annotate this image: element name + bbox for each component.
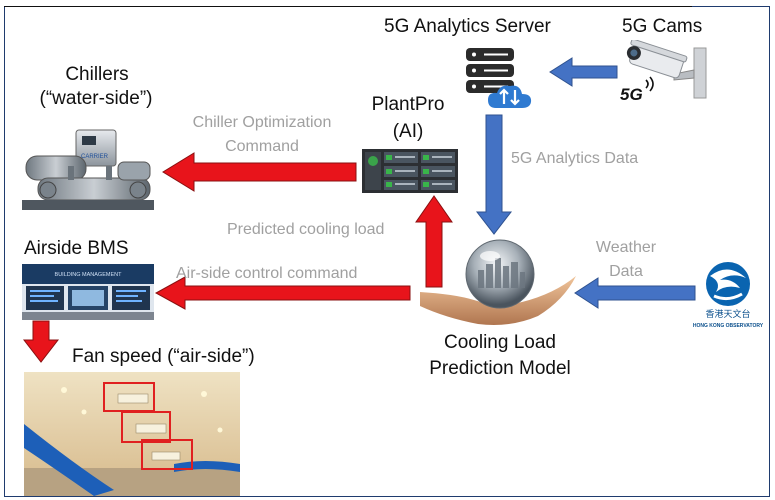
bms-control-room-image: BUILDING MANAGEMENT <box>22 264 154 320</box>
chillers-subtitle: (“water-side”) <box>39 88 153 109</box>
arrow-weather-to-model <box>574 277 696 309</box>
weather-label-1: Weather <box>595 239 657 256</box>
plantpro-dashboard-image <box>362 149 458 193</box>
five-g-badge: 5G <box>620 85 643 104</box>
fan-speed-title: Fan speed (“air-side”) <box>72 346 255 367</box>
airside-command-label: Air-side control command <box>176 265 358 282</box>
cctv-camera-icon: 5G <box>612 40 708 108</box>
bms-screen-banner: BUILDING MANAGEMENT <box>55 272 123 278</box>
ceiling-vents-photo <box>24 372 240 496</box>
vent-highlight-boxes <box>103 382 193 470</box>
chillers-title: Chillers <box>65 64 129 85</box>
predicted-load-label: Predicted cooling load <box>227 221 385 238</box>
cropped-top-rule <box>4 0 692 7</box>
chiller-command-label-2: Command <box>225 138 299 155</box>
weather-label-2: Data <box>609 263 643 280</box>
model-title: Cooling Load <box>444 332 556 353</box>
airside-bms-title: Airside BMS <box>24 238 129 259</box>
arrow-cams-to-server <box>549 57 618 87</box>
arrow-airside-command <box>154 276 411 310</box>
observatory-english-name: HONG KONG OBSERVATORY <box>693 323 764 329</box>
crystal-ball-in-hand-image <box>414 236 582 328</box>
cams-title: 5G Cams <box>622 16 703 37</box>
model-subtitle: Prediction Model <box>429 358 571 379</box>
arrow-chiller-command <box>162 152 357 192</box>
server-title: 5G Analytics Server <box>384 16 551 37</box>
arrow-bms-to-fan <box>22 320 60 363</box>
chiller-brand-label: CARRIER <box>81 154 109 160</box>
plantpro-title: PlantPro <box>371 94 445 115</box>
plantpro-subtitle: (AI) <box>392 121 424 142</box>
chiller-command-label-1: Chiller Optimization <box>192 114 332 131</box>
observatory-chinese-name: 香港天文台 <box>705 308 750 320</box>
chiller-machine-image: CARRIER <box>18 126 158 222</box>
hong-kong-observatory-logo: 香港天文台 HONG KONG OBSERVATORY <box>692 258 764 332</box>
arrow-server-to-model <box>475 114 513 235</box>
database-server-icon <box>462 46 542 114</box>
analytics-data-label: 5G Analytics Data <box>511 150 639 167</box>
arrow-predicted-load <box>415 195 453 288</box>
cloud-sync-icon <box>488 85 532 108</box>
